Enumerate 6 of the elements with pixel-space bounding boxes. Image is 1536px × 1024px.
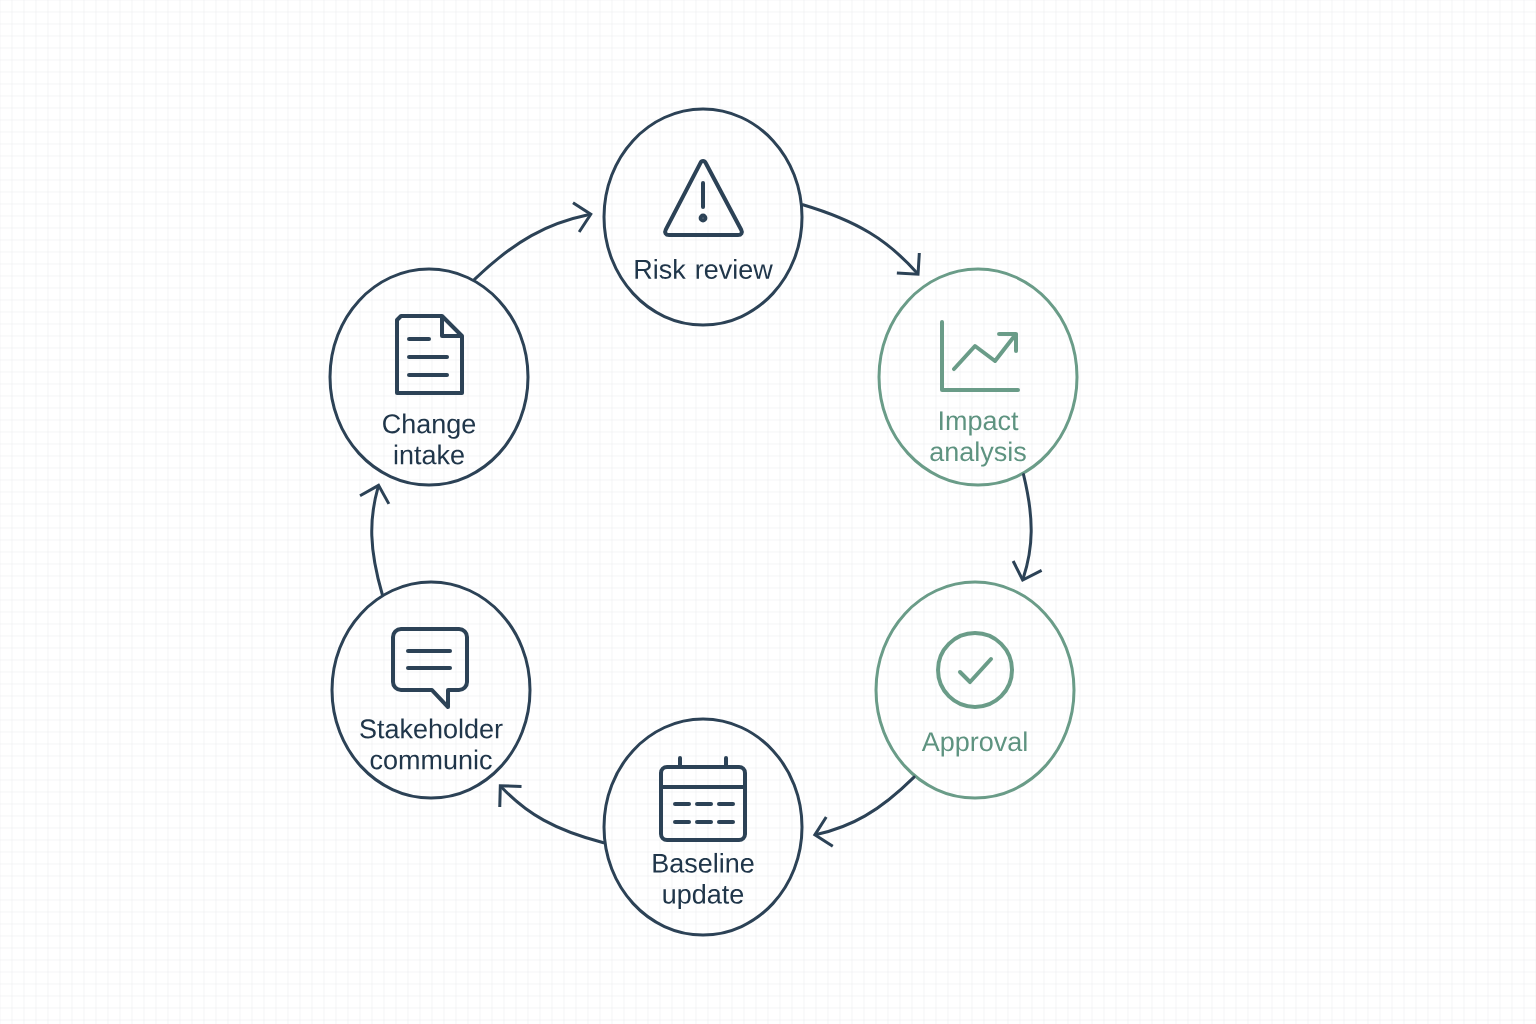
arrow [812,775,916,848]
arrow [801,203,921,276]
arrow [498,784,606,845]
arrow [1011,473,1043,582]
arrow [473,201,593,281]
arrow [359,483,391,596]
